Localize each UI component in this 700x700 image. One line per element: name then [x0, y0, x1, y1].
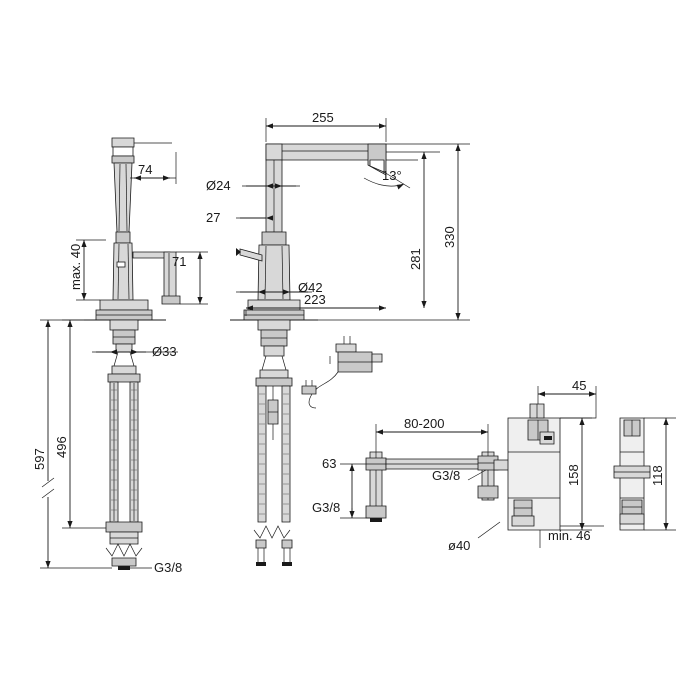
dim-label-45: 45 [572, 378, 586, 393]
dim-label-63: 63 [322, 456, 336, 471]
dim-label-223: 223 [304, 292, 326, 307]
dim-label-d33: Ø33 [152, 344, 177, 359]
power-cable-and-plug [301, 336, 383, 409]
label-g38-lower-left: G3/8 [312, 500, 353, 515]
dim-label-281: 281 [408, 248, 423, 270]
dim-597: 597 [32, 319, 112, 569]
dim-45: 45 [537, 378, 597, 419]
dim-label-d42: Ø42 [298, 280, 323, 295]
dim-label-158: 158 [566, 464, 581, 486]
dim-label-74: 74 [138, 162, 152, 177]
dim-71: 71 [172, 251, 208, 305]
dim-27: 27 [206, 210, 273, 225]
dim-281: 281 [386, 151, 440, 308]
dim-label-d40: ø40 [448, 538, 470, 553]
dim-label-g38-left: G3/8 [154, 560, 182, 575]
dim-label-597: 597 [32, 448, 47, 470]
dim-label-min-46: min. 46 [548, 528, 591, 543]
dim-label-80-200: 80-200 [404, 416, 444, 431]
dim-158: 158 [560, 417, 592, 531]
dim-74: 74 [130, 142, 177, 184]
dim-255: 255 [265, 110, 387, 142]
dim-496: 496 [54, 319, 106, 529]
label-g38-right: G3/8 [432, 468, 487, 483]
dim-label-max-40: max. 40 [68, 244, 83, 290]
dim-label-g38-right: G3/8 [432, 468, 460, 483]
dim-label-496: 496 [54, 436, 69, 458]
mixer-side-view [613, 417, 651, 531]
dim-label-d24: Ø24 [206, 178, 231, 193]
dim-max-40: max. 40 [68, 239, 106, 301]
dim-80-200: 80-200 [375, 416, 489, 452]
dim-118: 118 [644, 417, 676, 531]
dim-330: 330 [304, 143, 470, 321]
middle-tap-view [230, 143, 387, 566]
dim-label-330: 330 [442, 226, 457, 248]
left-tap-view [84, 137, 181, 570]
dim-label-13deg: 13° [382, 168, 402, 183]
label-g38-left: G3/8 [130, 560, 182, 575]
bracket-assembly-view [365, 403, 561, 531]
label-d40: ø40 [448, 521, 501, 553]
label-min-46: min. 46 [539, 525, 604, 548]
dim-label-118: 118 [650, 465, 665, 486]
dim-label-255: 255 [312, 110, 334, 125]
dim-label-27: 27 [206, 210, 220, 225]
dim-label-71: 71 [172, 254, 186, 269]
dim-d33: Ø33 [92, 344, 178, 359]
dim-223: 223 [245, 292, 386, 316]
dim-d42: Ø42 [236, 280, 323, 295]
dim-13deg: 13° [363, 159, 418, 190]
dim-d24: Ø24 [206, 178, 300, 193]
dim-label-g38-lower-left: G3/8 [312, 500, 340, 515]
